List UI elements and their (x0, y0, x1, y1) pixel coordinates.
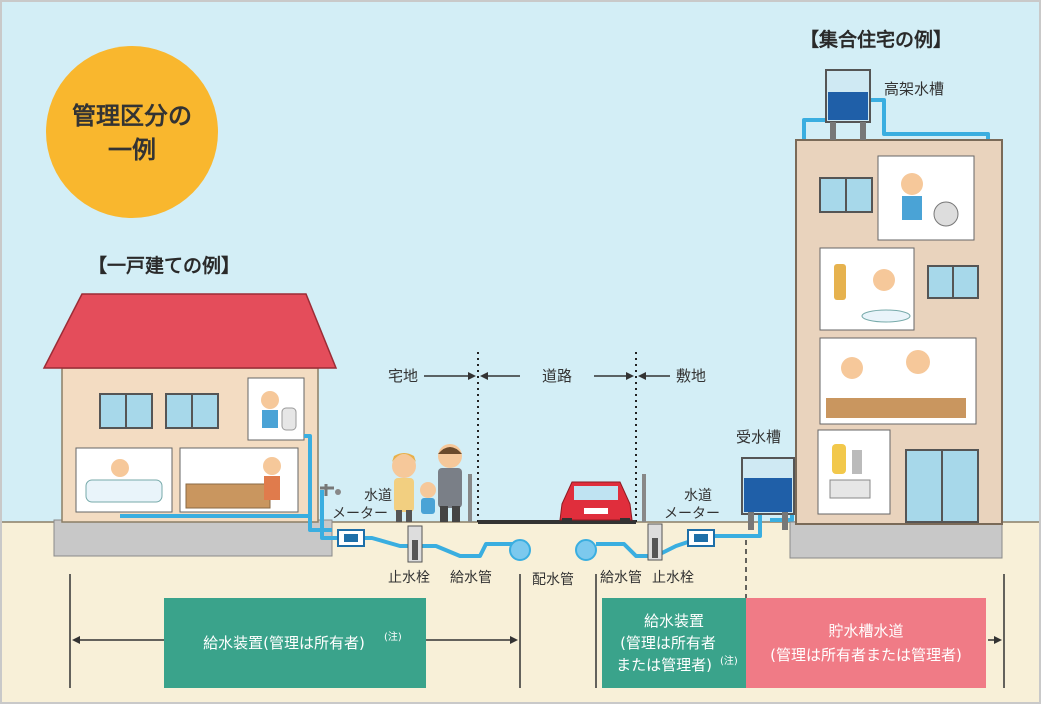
person-icon (901, 173, 923, 195)
label-road: 道路 (542, 367, 572, 385)
badge-circle (46, 46, 218, 218)
car-icon (559, 481, 633, 524)
apt-box-line1: 給水装置 (644, 612, 704, 630)
washer-icon (933, 201, 959, 227)
apt-supply-box (602, 598, 746, 688)
person-icon (261, 391, 279, 409)
person-icon (873, 269, 895, 291)
house-supply-box (164, 598, 426, 688)
distribution-pipe-left (509, 539, 531, 561)
distribution-pipe-right (575, 539, 597, 561)
label-house-meter-line2: メーター (332, 506, 388, 522)
detached-house (42, 293, 338, 557)
house-roof (42, 293, 338, 369)
room-toilet (247, 377, 305, 441)
label-apt-meter-line2: メーター (664, 506, 720, 522)
label-apt-meter-line1: 水道 (684, 488, 712, 504)
family-icon (392, 444, 472, 522)
kitchen-counter-icon (185, 483, 271, 509)
apartment-building (789, 139, 1003, 559)
elevated-tank-icon (825, 69, 871, 140)
pump-icon (832, 444, 846, 474)
house-foundation (53, 519, 333, 557)
person-icon (906, 350, 930, 374)
bathtub-icon (85, 479, 163, 503)
toilet-icon (281, 407, 297, 431)
range-markers (69, 574, 1005, 688)
label-residential-land: 宅地 (388, 367, 418, 385)
house-box-text: 給水装置(管理は所有者) (203, 634, 365, 652)
bottle-icon (834, 264, 846, 300)
storage-box-line2: (管理は所有者または管理者) (770, 646, 962, 664)
label-distribution-pipe: 配水管 (532, 572, 574, 588)
label-house-stop-valve: 止水栓 (388, 570, 430, 586)
apt-box-line3: または管理者) (616, 656, 712, 674)
apt-foundation (789, 521, 1003, 559)
apt-box-note: (注) (720, 654, 738, 667)
person-icon (111, 459, 129, 477)
label-elevated-tank: 高架水槽 (884, 80, 944, 98)
sink-icon (861, 309, 911, 323)
receiving-tank-icon (741, 457, 795, 530)
label-house-service-pipe: 給水管 (450, 570, 492, 586)
label-apt-service-pipe: 給水管 (600, 570, 642, 586)
person-icon (841, 357, 863, 379)
label-premises: 敷地 (676, 367, 706, 385)
storage-box-line1: 貯水槽水道 (828, 622, 903, 640)
gate-post (642, 474, 646, 522)
table-icon (826, 398, 966, 418)
label-receiving-tank: 受水槽 (736, 428, 781, 446)
house-box-note: (注) (384, 630, 402, 643)
label-house-meter-line1: 水道 (364, 488, 392, 504)
storage-box (746, 598, 986, 688)
house-title: 【一戸建ての例】 (88, 254, 240, 277)
apt-box-line2: (管理は所有者 (620, 634, 716, 652)
road-surface (478, 520, 636, 524)
person-icon (263, 457, 281, 475)
apt-room-1 (877, 155, 975, 241)
badge: 管理区分の 一例 (46, 46, 218, 218)
badge-line1: 管理区分の (72, 102, 192, 130)
label-apt-stop-valve: 止水栓 (652, 570, 694, 586)
apartment-title: 【集合住宅の例】 (800, 28, 952, 51)
badge-line2: 一例 (108, 136, 156, 164)
